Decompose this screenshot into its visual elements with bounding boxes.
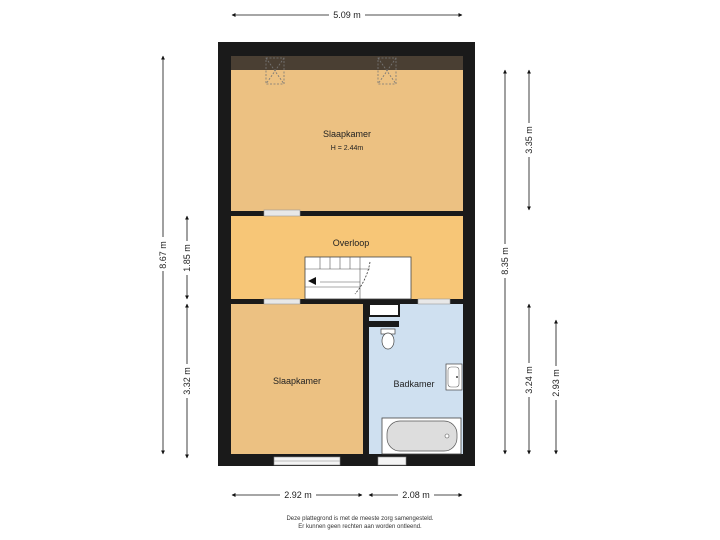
washbasin [445,363,463,391]
top-bedroom-height: H = 2.44m [331,145,364,152]
dim-left-total: 8.67 m [158,241,168,269]
bathtub [381,417,462,455]
dim-bottom-right: 2.08 m [402,490,430,500]
roof-eave [231,56,463,70]
landing-label: Overloop [333,238,370,248]
disclaimer-line-1: Deze plattegrond is met de meeste zorg s… [286,516,434,522]
door-top-bedroom [263,209,301,217]
bottom-bedroom-label: Slaapkamer [273,376,321,386]
bathroom-label: Badkamer [393,379,434,389]
window-bathroom [377,456,407,466]
stair-direction-arrow [308,277,316,285]
skylight-left [265,57,285,85]
dim-left-landing: 1.85 m [182,244,192,272]
dim-right-bath-a: 3.24 m [524,366,534,394]
top-bedroom-label: Slaapkamer [323,129,371,139]
bath-cabinet [368,303,400,317]
skylight-right [377,57,397,85]
disclaimer-line-2: Er kunnen geen rechten aan worden ontlee… [298,524,422,530]
bath-partition [363,304,369,454]
dim-top-width: 5.09 m [333,10,361,20]
top-bedroom-floor [231,56,463,211]
bottom-bedroom-floor [231,304,363,454]
dim-left-bottom: 3.32 m [182,367,192,395]
staircase [304,256,412,300]
toilet [380,328,396,350]
dim-right-total: 8.35 m [500,247,510,275]
door-bathroom [417,298,451,305]
dim-right-bath-b: 2.93 m [551,369,561,397]
door-bottom-bedroom [263,298,301,305]
dim-right-top: 3.35 m [524,126,534,154]
dim-bottom-left: 2.92 m [284,490,312,500]
